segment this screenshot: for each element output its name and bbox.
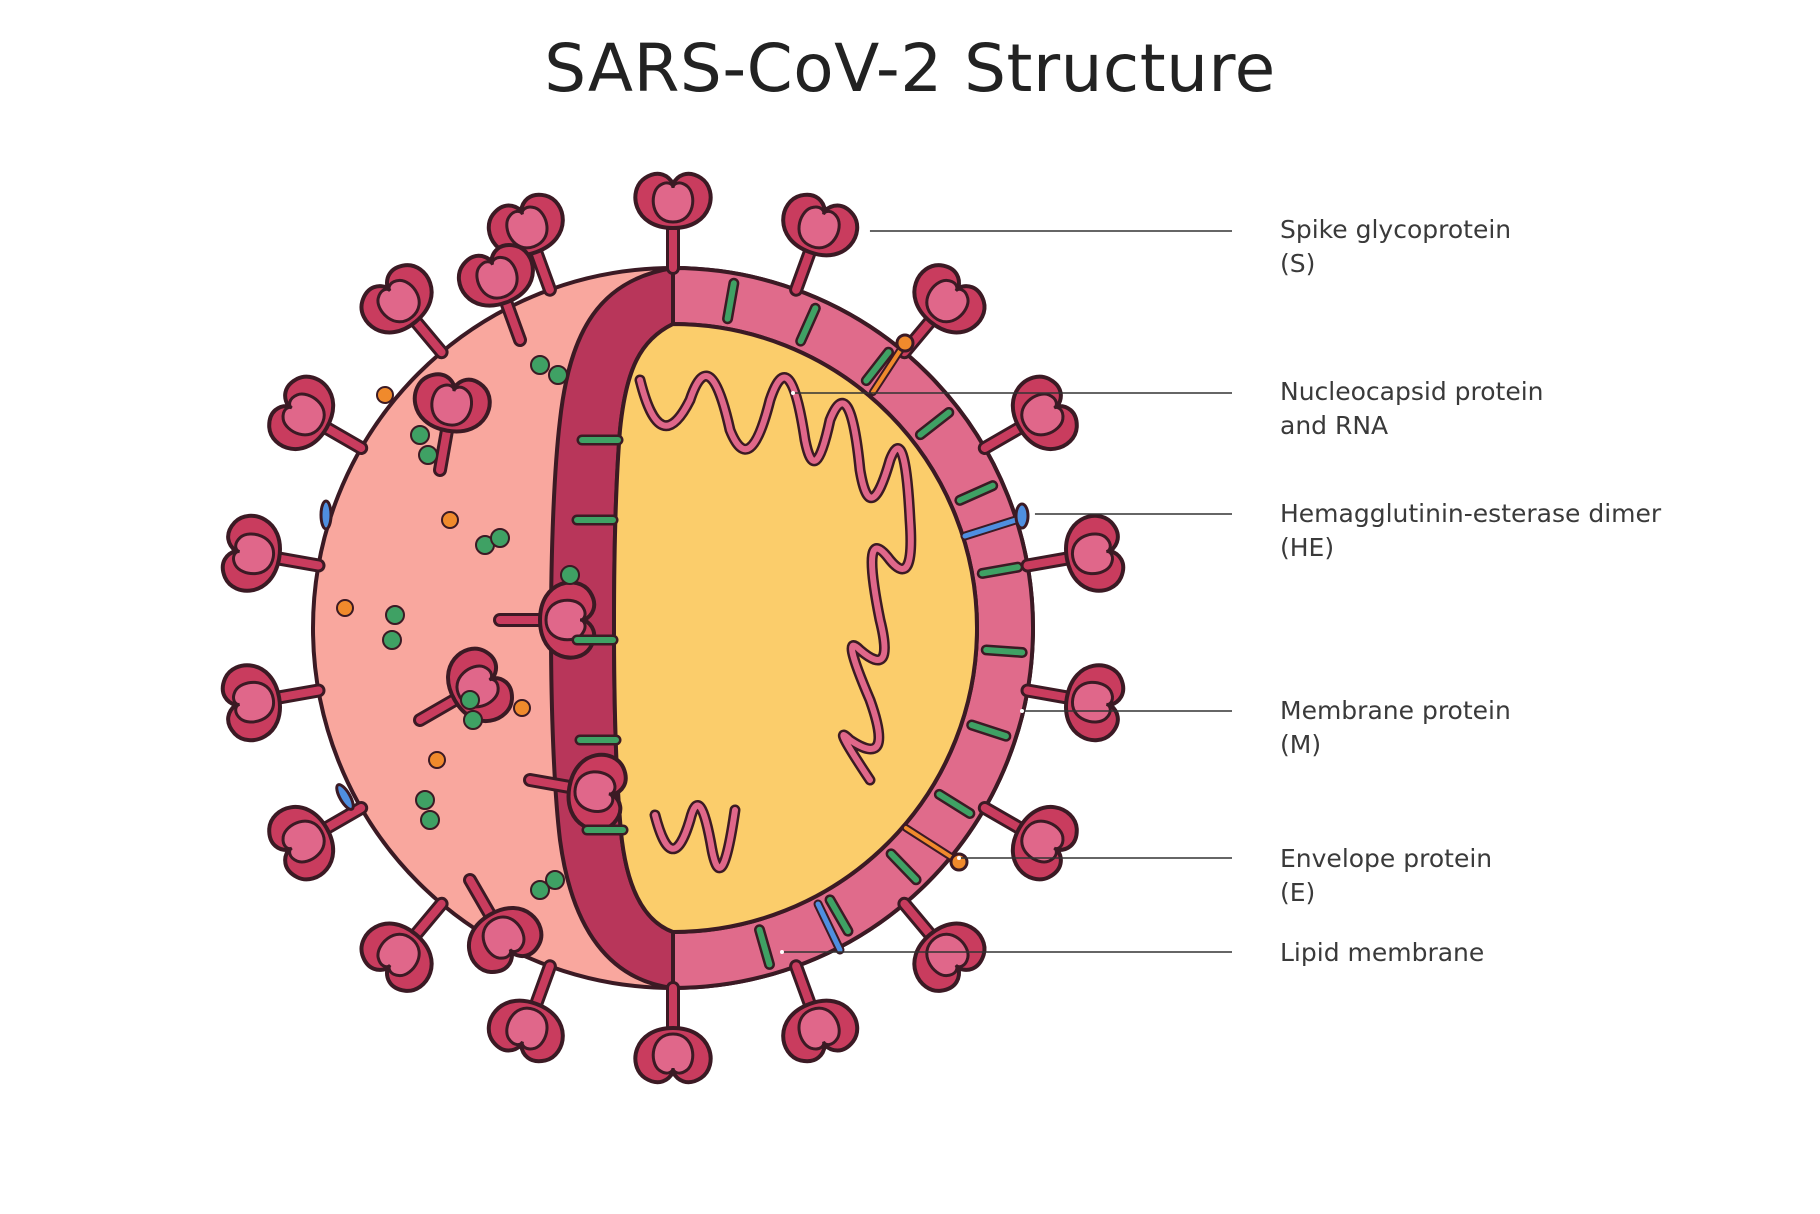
e-protein-dot <box>441 511 459 529</box>
m-protein-dot <box>548 365 568 385</box>
label-line: Envelope protein <box>1280 844 1493 873</box>
label-line: Lipid membrane <box>1280 938 1485 967</box>
label-line: Membrane protein <box>1280 696 1511 725</box>
e-protein-dot <box>376 386 394 404</box>
m-protein-dot <box>560 565 580 585</box>
label-membrane-protein: Membrane protein (M) <box>1280 694 1511 762</box>
spike <box>635 988 710 1082</box>
spike <box>219 512 325 603</box>
label-line: Nucleocapsid protein <box>1280 377 1544 406</box>
label-line: Spike glycoprotein <box>1280 215 1512 244</box>
m-protein-dot <box>385 605 405 625</box>
e-protein-dot <box>513 699 531 717</box>
m-protein <box>728 283 734 318</box>
label-line: (HE) <box>1280 533 1335 562</box>
label-line: and RNA <box>1280 411 1389 440</box>
spike <box>635 174 710 268</box>
rna-strand <box>634 370 917 874</box>
m-protein <box>982 567 1017 573</box>
m-protein-dot <box>382 630 402 650</box>
label-line: Hemagglutinin-esterase dimer <box>1280 499 1662 528</box>
m-protein-dot <box>530 880 550 900</box>
hemagglutinin-esterase <box>319 499 1030 955</box>
m-protein-dot <box>410 425 430 445</box>
m-protein-dot <box>418 445 438 465</box>
label-nucleocapsid: Nucleocapsid protein and RNA <box>1280 375 1544 443</box>
surface-proteins <box>336 355 580 900</box>
page-title: SARS-CoV-2 Structure <box>544 30 1276 107</box>
spike <box>1021 512 1127 603</box>
m-protein <box>986 650 1022 653</box>
label-envelope-protein: Envelope protein (E) <box>1280 842 1492 910</box>
leader-lines <box>782 230 1232 953</box>
label-line: (S) <box>1280 249 1316 278</box>
m-protein-dot <box>545 870 565 890</box>
m-protein-dot <box>530 355 550 375</box>
label-line: (E) <box>1280 878 1316 907</box>
label-hemagglutinin-esterase: Hemagglutinin-esterase dimer (HE) <box>1280 497 1661 565</box>
spike <box>1021 653 1127 744</box>
leader-dots <box>780 229 1035 954</box>
m-protein-dot <box>415 790 435 810</box>
label-line: (M) <box>1280 730 1322 759</box>
e-protein-dot <box>428 751 446 769</box>
e-protein-dot <box>336 599 354 617</box>
m-protein-dot <box>463 710 483 730</box>
label-spike-glycoprotein: Spike glycoprotein (S) <box>1280 213 1511 281</box>
spike <box>219 653 325 744</box>
m-protein-dot <box>460 690 480 710</box>
m-protein-dot <box>420 810 440 830</box>
label-lipid-membrane: Lipid membrane <box>1280 936 1484 970</box>
m-protein-dot <box>490 528 510 548</box>
